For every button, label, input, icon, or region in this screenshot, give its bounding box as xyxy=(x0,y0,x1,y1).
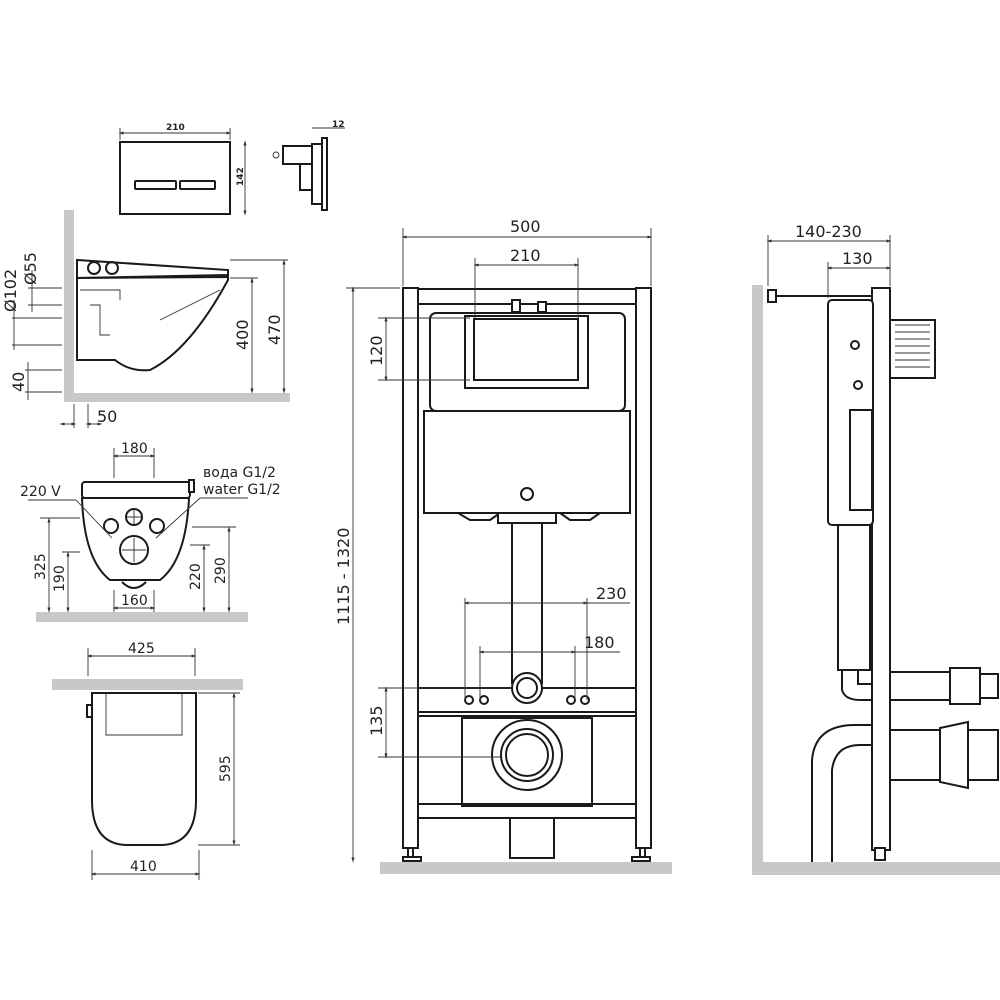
flush-plate-front: 210 142 xyxy=(118,123,247,216)
w410-label: 410 xyxy=(130,859,157,875)
water-ru-label: вода G1/2 xyxy=(203,465,276,481)
plate-depth-label: 12 xyxy=(332,120,345,130)
plate-height-label: 142 xyxy=(236,167,246,186)
plate-width-label: 210 xyxy=(166,123,185,133)
l595-label: 595 xyxy=(218,755,234,782)
frame-side-view: 140-230 130 xyxy=(752,222,1000,875)
plate-width-frame-label: 210 xyxy=(510,246,541,265)
bowl-front-view: 180 220 V вода G1/2 water G1/2 325 190 2… xyxy=(20,441,281,622)
bowl-height-470-label: 470 xyxy=(265,314,284,345)
d55-label: Ø55 xyxy=(21,252,40,285)
h325-label: 325 xyxy=(33,553,49,580)
w180-frame-label: 180 xyxy=(584,633,615,652)
d102-label: Ø102 xyxy=(1,269,20,312)
bowl-height-400-label: 400 xyxy=(233,319,252,350)
frame-width-label: 500 xyxy=(510,217,541,236)
frame-front-view: 500 210 120 1115 - 1320 230 180 135 xyxy=(334,217,672,874)
h290-label: 290 xyxy=(213,557,229,584)
w160-label: 160 xyxy=(121,593,148,609)
w230-frame-label: 230 xyxy=(596,584,627,603)
h40-label: 40 xyxy=(9,372,28,392)
w50-label: 50 xyxy=(97,407,117,426)
w425-label: 425 xyxy=(128,641,155,657)
height-range-label: 1115 - 1320 xyxy=(334,528,353,625)
bowl-side-view: 470 400 Ø55 Ø102 40 50 xyxy=(1,210,290,428)
voltage-label: 220 V xyxy=(20,484,61,500)
plate-height-frame-label: 120 xyxy=(367,335,386,366)
h135-label: 135 xyxy=(367,705,386,736)
w180-label: 180 xyxy=(121,441,148,457)
water-en-label: water G1/2 xyxy=(203,482,281,498)
h190-label: 190 xyxy=(52,565,68,592)
flush-plate-side: 12 xyxy=(272,120,345,211)
depth-range-label: 140-230 xyxy=(795,222,862,241)
bowl-top-view: 425 595 410 xyxy=(52,641,243,880)
h220-label: 220 xyxy=(188,563,204,590)
depth-label: 130 xyxy=(842,249,873,268)
